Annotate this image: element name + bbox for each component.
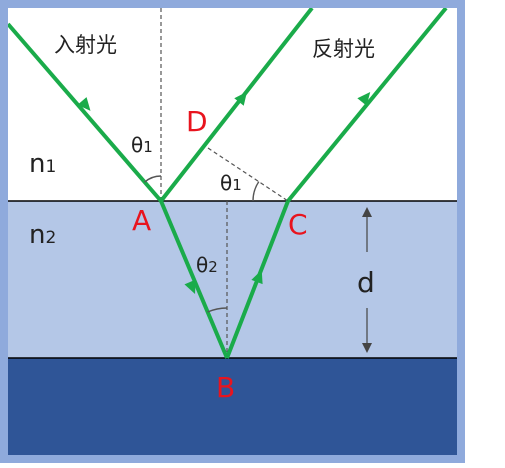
arrow-incident (77, 97, 91, 111)
wavefront-dc (207, 147, 289, 202)
label-point-c: C (288, 208, 308, 241)
label-incident-light: 入射光 (54, 33, 117, 57)
label-point-b: B (216, 371, 235, 404)
incident-ray (8, 22, 163, 203)
substrate-region (8, 358, 457, 455)
arrow-reflected-2 (357, 91, 371, 106)
reflected-ray-2 (286, 8, 448, 203)
angle-arc-c (252, 181, 260, 202)
angle-arc-b (207, 307, 228, 313)
label-theta1-c: θ1 (220, 171, 242, 195)
reflected-ray-1 (159, 8, 314, 203)
label-n2: n2 (29, 220, 56, 250)
label-point-a: A (132, 204, 151, 237)
label-reflected-light: 反射光 (312, 37, 375, 61)
arrow-refracted-ab (184, 279, 196, 294)
arrow-reflected-1 (234, 91, 248, 106)
angle-arc-a (144, 175, 162, 183)
label-n1: n1 (29, 149, 56, 179)
label-point-d: D (186, 105, 208, 138)
label-thickness-d: d (357, 266, 375, 299)
medium-2-region (8, 201, 457, 358)
refracted-ray-ab (159, 200, 229, 359)
label-theta2-b: θ2 (196, 253, 218, 277)
arrow-bc (251, 269, 263, 285)
label-theta1-a: θ1 (131, 133, 153, 157)
